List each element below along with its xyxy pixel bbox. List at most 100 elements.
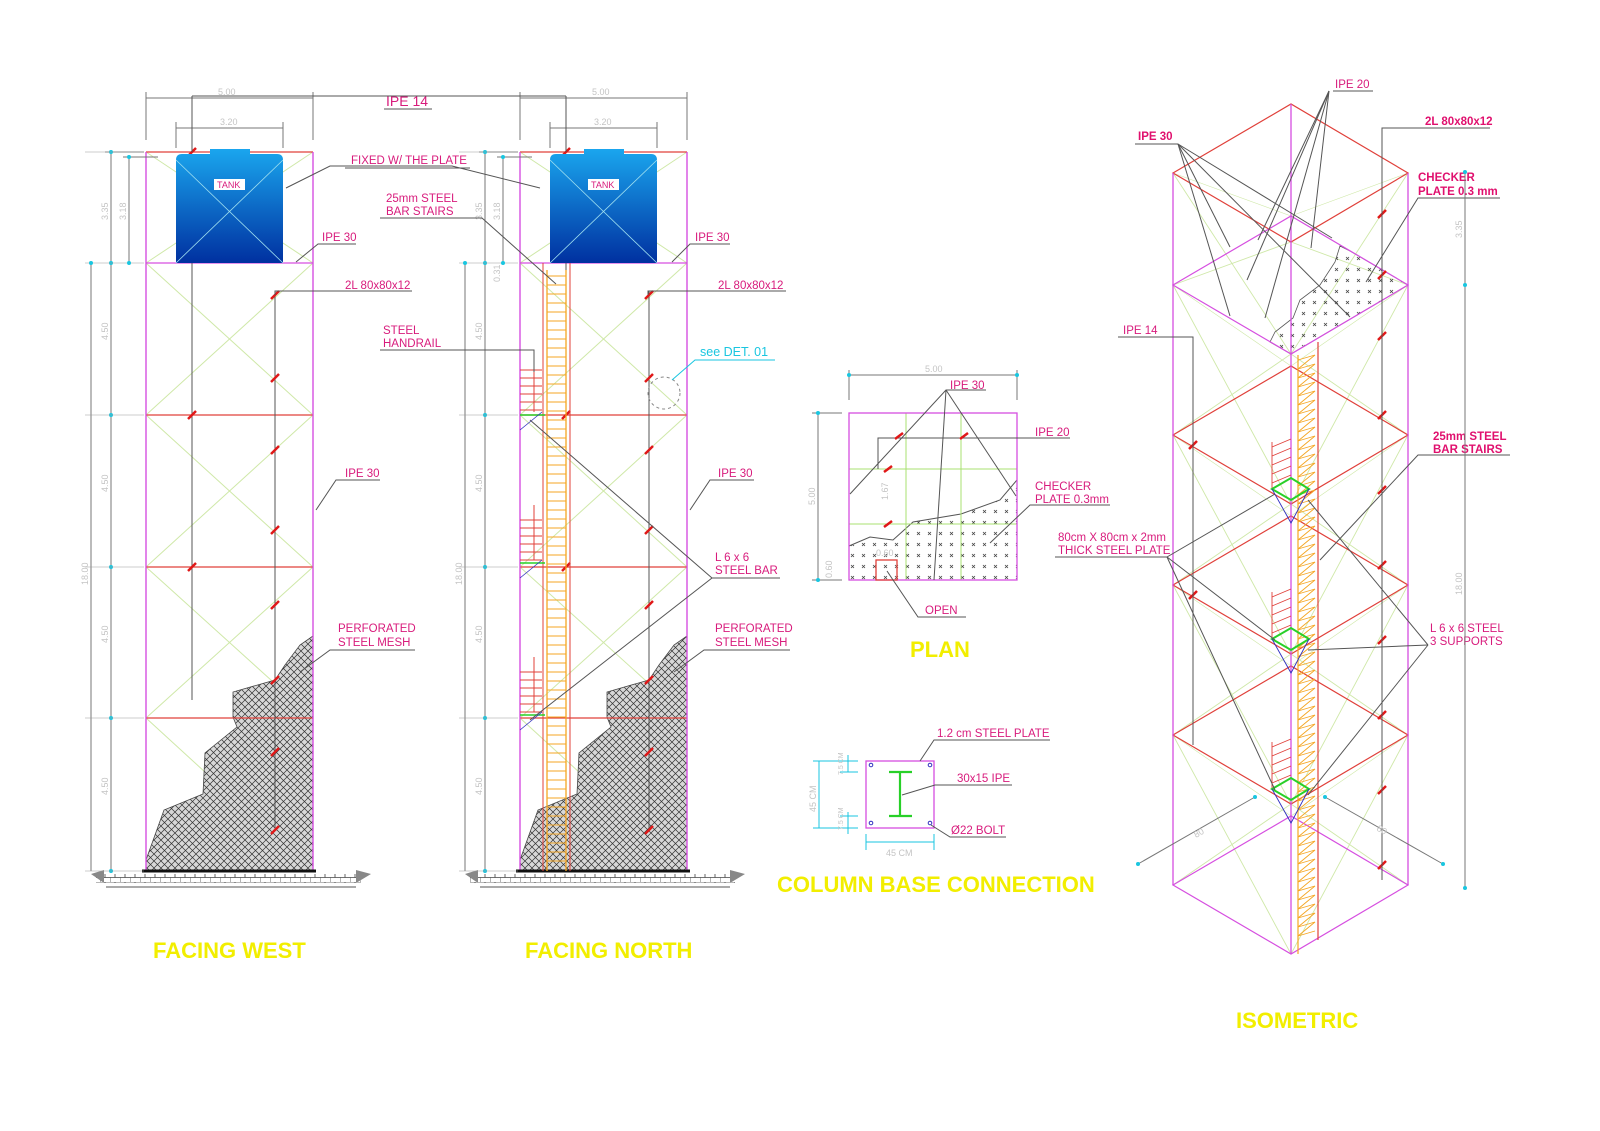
bracing bbox=[519, 262, 688, 416]
iso-support bbox=[1271, 488, 1310, 524]
bracing bbox=[145, 262, 314, 416]
base-plate bbox=[865, 760, 935, 829]
tank-height-dim: 3.18 bbox=[492, 202, 502, 220]
bracing bbox=[145, 566, 314, 719]
section-mark bbox=[644, 290, 654, 300]
plan-width-dim: 5.00 bbox=[925, 364, 943, 374]
bay-dim: 4.50 bbox=[100, 474, 110, 492]
tank-width-dim: 3.20 bbox=[220, 117, 238, 127]
section-mark bbox=[644, 747, 654, 757]
section-mark bbox=[644, 825, 654, 835]
dim-tick bbox=[463, 261, 467, 265]
ground-edge bbox=[356, 870, 371, 883]
iso-ipe20-label: IPE 20 bbox=[1335, 79, 1370, 91]
top-dim: 3.35 bbox=[100, 202, 110, 220]
iso-bracing bbox=[1290, 172, 1409, 217]
iso-handrail bbox=[1271, 615, 1292, 625]
base-width-dim: 45 CM bbox=[886, 848, 913, 858]
north-stairs-label-2: BAR STAIRS bbox=[386, 206, 454, 218]
iso-ipe14-label: IPE 14 bbox=[1123, 325, 1158, 337]
iso-handrail bbox=[1271, 597, 1292, 607]
west-mesh-label-1: PERFORATED bbox=[338, 623, 416, 635]
plan-open-label: OPEN bbox=[925, 605, 958, 617]
bay-dim: 4.50 bbox=[474, 777, 484, 795]
gap-dim: 0.31 bbox=[492, 264, 502, 282]
tank-height-dim: 3.18 bbox=[118, 202, 128, 220]
iso-checker-label-1: CHECKER bbox=[1418, 172, 1476, 184]
plan-open-width-dim: 0.60 bbox=[876, 548, 894, 558]
iso-bracing bbox=[1290, 653, 1409, 736]
bay-dim: 4.50 bbox=[100, 322, 110, 340]
section-mark bbox=[644, 373, 654, 383]
total-dim: 18.00 bbox=[454, 562, 464, 585]
north-ipe30-label: IPE 30 bbox=[718, 468, 753, 480]
water-tank bbox=[550, 149, 657, 263]
iso-handrail bbox=[1271, 447, 1292, 457]
iso-handrail bbox=[1271, 774, 1292, 784]
tank-label: TANK bbox=[591, 180, 614, 190]
ground-hatch bbox=[470, 874, 735, 883]
north-labels: 25mm STEEL BAR STAIRS STEEL HANDRAIL IPE… bbox=[380, 193, 793, 721]
section-mark bbox=[270, 600, 280, 610]
dim-tick bbox=[501, 261, 505, 265]
bracing bbox=[519, 414, 688, 568]
see-detail-link[interactable]: see DET. 01 bbox=[700, 345, 768, 359]
north-mesh-label-1: PERFORATED bbox=[715, 623, 793, 635]
iso-handrail bbox=[1271, 624, 1292, 634]
iso-handrail bbox=[1271, 606, 1292, 616]
total-dim: 18.00 bbox=[80, 562, 90, 585]
lbar-label-2: STEEL BAR bbox=[715, 565, 778, 577]
iso-bracing bbox=[1172, 503, 1292, 586]
iso-bracing bbox=[1290, 584, 1409, 667]
bay-dim: 4.50 bbox=[100, 625, 110, 643]
iso-handrail bbox=[1271, 765, 1292, 775]
facing-north-title: FACING NORTH bbox=[525, 938, 692, 963]
base-edge-dim-bottom: 7.5 CM bbox=[838, 807, 845, 830]
section-mark bbox=[270, 747, 280, 757]
dim-tick bbox=[89, 261, 93, 265]
iso-handrail bbox=[1271, 438, 1292, 448]
iso-bracing bbox=[1172, 353, 1292, 436]
iso-handrail bbox=[1271, 756, 1292, 766]
handrail-label-2: HANDRAIL bbox=[383, 338, 442, 350]
plan-height-dim: 5.00 bbox=[807, 487, 817, 505]
iso-bracing bbox=[1172, 172, 1292, 217]
iso-stair-rungs bbox=[1297, 354, 1316, 937]
ipe14-callout: IPE 14 bbox=[191, 93, 567, 152]
plan-checker-label-2: PLATE 0.3mm bbox=[1035, 494, 1109, 506]
tank-label: TANK bbox=[217, 180, 240, 190]
iso-bracing bbox=[1172, 734, 1292, 817]
plan-opening-dim: 0.60 bbox=[824, 560, 834, 578]
tank-label-bg bbox=[214, 179, 245, 190]
ground-edge bbox=[91, 870, 104, 883]
bay-dim: 4.50 bbox=[100, 777, 110, 795]
isometric-view bbox=[1171, 103, 1410, 955]
iso-angle-label: 2L 80x80x12 bbox=[1425, 116, 1493, 128]
north-mesh-label-2: STEEL MESH bbox=[715, 637, 787, 649]
column-base-title: COLUMN BASE CONNECTION bbox=[777, 872, 1095, 897]
iso-handrail bbox=[1271, 588, 1292, 598]
plan-inner-dim: 1.67 bbox=[880, 482, 890, 500]
iso-bracing bbox=[1172, 241, 1292, 286]
stair-opening bbox=[875, 559, 898, 581]
top-dim: 3.35 bbox=[474, 202, 484, 220]
section-mark bbox=[270, 373, 280, 383]
iso-stairs-label-1: 25mm STEEL bbox=[1433, 431, 1507, 443]
dim-tick bbox=[501, 155, 505, 159]
north-angle-label: 2L 80x80x12 bbox=[718, 280, 783, 292]
base-height-dim: 45 CM bbox=[808, 785, 818, 812]
section-mark bbox=[270, 825, 280, 835]
north-stairs-label-1: 25mm STEEL bbox=[386, 193, 458, 205]
fixed-plate-label: FIXED W/ THE PLATE bbox=[351, 155, 467, 167]
iso-plate-label-2: THICK STEEL PLATE bbox=[1058, 545, 1171, 557]
plan-view: 5.00 5.00 0.60 1.67 0.60 IPE 30 IPE 20 C… bbox=[807, 364, 1110, 662]
handrail-label-1: STEEL bbox=[383, 325, 420, 337]
west-angle-label: 2L 80x80x12 bbox=[345, 280, 410, 292]
ground-hatch bbox=[96, 874, 361, 883]
iso-bracing bbox=[1172, 284, 1292, 367]
base-plate-label: 1.2 cm STEEL PLATE bbox=[937, 728, 1050, 740]
perforated-steel-mesh bbox=[519, 635, 688, 872]
base-edge-dim-top: 7.5 CM bbox=[838, 752, 845, 775]
